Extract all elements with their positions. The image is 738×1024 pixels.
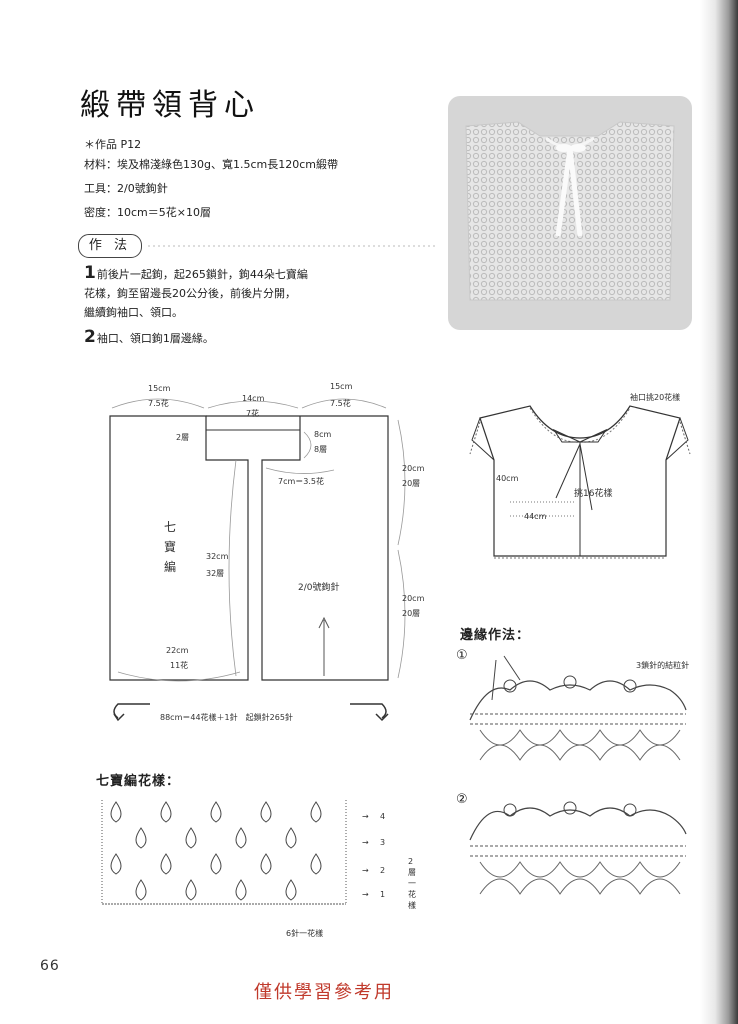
study-watermark: 僅供學習參考用 (254, 982, 394, 1003)
work-reference: ＊作品 P12 (84, 138, 142, 151)
edging-step-1: ① (456, 648, 468, 663)
dim-right-upper-rows: 20層 (402, 479, 421, 488)
picot-note: 3鎖針的結粒針 (636, 661, 690, 670)
dim-neck-height: 8cm (314, 430, 332, 439)
dim-right-lower-rows: 20層 (402, 609, 421, 618)
arrow-row-2: → (362, 866, 369, 875)
step-2-number: 2 (84, 327, 96, 347)
pattern-name-char-3: 編 (164, 560, 177, 574)
step-1-line-3: 繼續鉤袖口、領口。 (84, 306, 183, 319)
pattern-heading: 七寶編花樣： (96, 774, 181, 789)
hook-size-label: 2/0號鉤針 (298, 583, 340, 593)
dim-inner-width: 7cm＝3.5花 (278, 477, 325, 486)
dim-bottom-flowers: 11花 (170, 661, 189, 670)
dim-top-left-width: 15cm (148, 384, 171, 393)
repeat-note: 2層一花樣 (408, 857, 416, 910)
dim-right-lower-height: 20cm (402, 594, 425, 603)
dim-neck-rows: 2層 (176, 433, 190, 442)
row-4-marker: 4 (380, 812, 386, 821)
step-1-line-1: 前後片一起鉤，起265鎖針，鉤44朵七寶編 (96, 268, 308, 281)
dim-right-upper-height: 20cm (402, 464, 425, 473)
row-1-marker: 1 (380, 890, 386, 899)
step-1-line-2: 花樣，鉤至留邊長20公分後，前後片分開， (84, 287, 296, 300)
vest-photo (448, 96, 692, 330)
vest-front-drawing (469, 405, 691, 559)
edging-step-2: ② (456, 792, 468, 807)
arrow-row-3: → (362, 838, 369, 847)
dim-bottom-width: 22cm (166, 646, 189, 655)
pattern-name-char-1: 七 (164, 520, 177, 534)
dim-top-mid-flowers: 7花 (246, 409, 260, 418)
dim-neck-height-rows: 8層 (314, 445, 328, 454)
row-3-marker: 3 (380, 838, 386, 847)
row-2-marker: 2 (380, 866, 386, 875)
dotted-rule (148, 245, 438, 247)
pattern-name-char-2: 寶 (164, 540, 177, 554)
step-1: 1前後片一起鉤，起265鎖針，鉤44朵七寶編 花樣，鉤至留邊長20公分後，前後片… (84, 264, 308, 322)
dim-left-rows: 32層 (206, 569, 225, 578)
edging-chart-1 (469, 655, 687, 761)
arrow-row-1: → (362, 890, 369, 899)
method-badge: 作 法 (78, 234, 142, 258)
edging-heading: 邊緣作法： (460, 628, 531, 643)
dim-left-height: 32cm (206, 552, 229, 561)
vest-width: 44cm (524, 512, 547, 521)
sleeve-pickup-note: 袖口挑20花樣 (630, 393, 681, 402)
dim-top-right-width: 15cm (330, 382, 353, 391)
stitch-repeat-note: 6針一花樣 (286, 929, 324, 938)
edging-chart-2 (469, 801, 687, 895)
tools-line: 工具：2/0號鉤針 (84, 182, 168, 195)
page-number: 66 (40, 958, 60, 974)
foundation-chain-label: 88cm＝44花樣＋1針 起鎖針265針 (160, 713, 293, 722)
seven-treasure-chart (101, 800, 347, 905)
materials-line: 材料：埃及棉淺綠色130g、寬1.5cm長120cm緞帶 (84, 158, 338, 171)
step-2-text: 袖口、領口鉤1層邊緣。 (96, 332, 214, 345)
arrow-row-4: → (362, 812, 369, 821)
dim-top-mid-width: 14cm (242, 394, 265, 403)
book-spine-shadow (700, 0, 738, 1024)
vest-height: 40cm (496, 474, 519, 483)
dim-top-right-flowers: 7.5花 (330, 399, 351, 408)
dim-top-left-flowers: 7.5花 (148, 399, 169, 408)
step-1-number: 1 (84, 263, 96, 283)
schematic-outline (109, 398, 406, 722)
step-2: 2袖口、領口鉤1層邊緣。 (84, 328, 214, 348)
vest-photo-drawing (465, 121, 675, 301)
front-pickup-note: 挑16花樣 (574, 489, 613, 499)
gauge-line: 密度：10cm＝5花×10層 (84, 206, 211, 219)
page-title: 緞帶領背心 (80, 88, 260, 123)
